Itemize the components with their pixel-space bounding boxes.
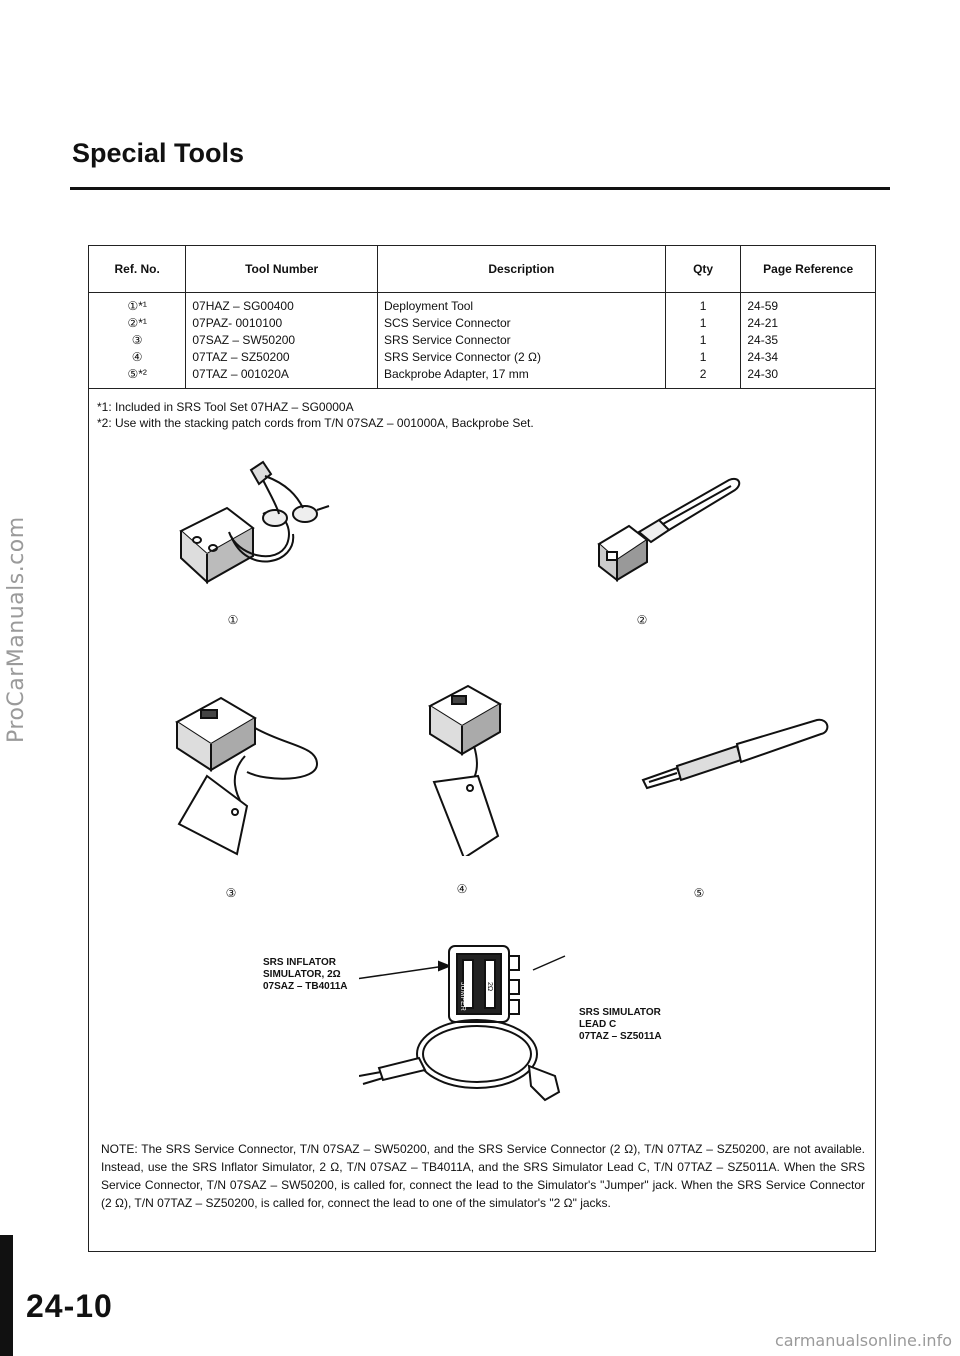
section-edge-tab (0, 1235, 13, 1356)
cell-tool-number: 07TAZ – SZ50200 (185, 349, 378, 366)
page-number: 24-10 (26, 1288, 113, 1324)
cell-page-reference: 24-35 (740, 332, 875, 349)
footer-watermark: carmanualsonline.info (774, 1331, 952, 1350)
srs-simulator-illustration: JUMPER 2Ω (359, 945, 566, 1102)
footnote-2: *2: Use with the stacking patch cords fr… (97, 416, 534, 430)
cell-page-reference: 24-34 (740, 349, 875, 366)
cell-tool-number: 07TAZ – 001020A (185, 366, 378, 389)
table-header-row: Ref. No. Tool Number Description Qty Pag… (89, 246, 875, 293)
cell-description: SRS Service Connector (2 Ω) (376, 349, 666, 366)
note-paragraph: NOTE: The SRS Service Connector, T/N 07S… (101, 1142, 865, 1210)
cell-ref: ①*¹ (127, 299, 147, 313)
cell-qty: 1 (664, 349, 741, 366)
cell-ref: ④ (131, 350, 143, 364)
table-row: ②*¹ 07PAZ- 0010100 SCS Service Connector… (89, 315, 875, 332)
illustration-label-3: ③ (225, 886, 237, 900)
header-qty: Qty (664, 246, 741, 293)
cell-qty: 2 (664, 366, 741, 389)
illustration-label-4: ④ (456, 882, 468, 896)
table-row: ③ 07SAZ – SW50200 SRS Service Connector … (89, 332, 875, 349)
callout-lead-line-3: 07TAZ – SZ5011A (579, 1031, 662, 1042)
illustration-label-5: ⑤ (693, 886, 705, 900)
callout-inflator-line-3: 07SAZ – TB4011A (263, 981, 348, 992)
srs-connector-2ohm-illustration (427, 684, 503, 856)
cell-page-reference: 24-30 (740, 366, 875, 389)
sim-2ohm-text-1: 2Ω (486, 982, 493, 991)
content-frame: Ref. No. Tool Number Description Qty Pag… (88, 245, 876, 1252)
cell-description: SCS Service Connector (376, 315, 666, 332)
callout-lead-line-1: SRS SIMULATOR (579, 1007, 661, 1018)
side-watermark: ProCarManuals.com (4, 516, 29, 744)
cell-ref: ②*¹ (127, 316, 147, 330)
illustration-label-1: ① (227, 613, 239, 627)
sim-jumper-text: JUMPER (459, 982, 466, 1011)
cell-tool-number: 07PAZ- 0010100 (185, 315, 378, 332)
cell-page-reference: 24-59 (740, 292, 875, 315)
title-rule (70, 187, 890, 190)
header-description: Description (376, 246, 666, 293)
backprobe-adapter-illustration (641, 718, 829, 790)
cell-page-reference: 24-21 (740, 315, 875, 332)
cell-description: SRS Service Connector (376, 332, 666, 349)
special-tools-table: Ref. No. Tool Number Description Qty Pag… (89, 246, 875, 389)
header-page-reference: Page Reference (740, 246, 875, 293)
callout-inflator-simulator: SRS INFLATOR SIMULATOR, 2Ω 07SAZ – TB401… (263, 957, 348, 993)
cell-ref: ⑤*² (89, 366, 186, 389)
cell-description: Backprobe Adapter, 17 mm (376, 366, 666, 389)
callout-lead-line-2: LEAD C (579, 1019, 617, 1030)
table-row: ④ 07TAZ – SZ50200 SRS Service Connector … (89, 349, 875, 366)
callout-simulator-lead: SRS SIMULATOR LEAD C 07TAZ – SZ5011A (579, 1007, 662, 1043)
cell-description: Deployment Tool (376, 292, 666, 315)
srs-connector-illustration (175, 696, 319, 856)
cell-qty: 1 (664, 332, 741, 349)
cell-ref: ③ (131, 333, 143, 347)
page-title: Special Tools (72, 138, 245, 168)
table-row: ①*¹ 07HAZ – SG00400 Deployment Tool 1 24… (89, 292, 875, 315)
scs-connector-illustration (597, 478, 741, 583)
cell-tool-number: 07SAZ – SW50200 (185, 332, 378, 349)
cell-qty: 1 (664, 315, 741, 332)
deployment-tool-illustration (179, 460, 330, 585)
header-tool-number: Tool Number (185, 246, 378, 293)
callout-inflator-line-2: SIMULATOR, 2Ω (263, 969, 341, 980)
footnotes: *1: Included in SRS Tool Set 07HAZ – SG0… (97, 399, 534, 431)
illustration-label-2: ② (636, 613, 648, 627)
callout-inflator-line-1: SRS INFLATOR (263, 957, 336, 968)
footnote-1: *1: Included in SRS Tool Set 07HAZ – SG0… (97, 400, 354, 414)
header-ref-no: Ref. No. (89, 246, 186, 293)
table-row: ⑤*² 07TAZ – 001020A Backprobe Adapter, 1… (89, 366, 875, 389)
cell-qty: 1 (664, 292, 741, 315)
cell-tool-number: 07HAZ – SG00400 (185, 292, 378, 315)
